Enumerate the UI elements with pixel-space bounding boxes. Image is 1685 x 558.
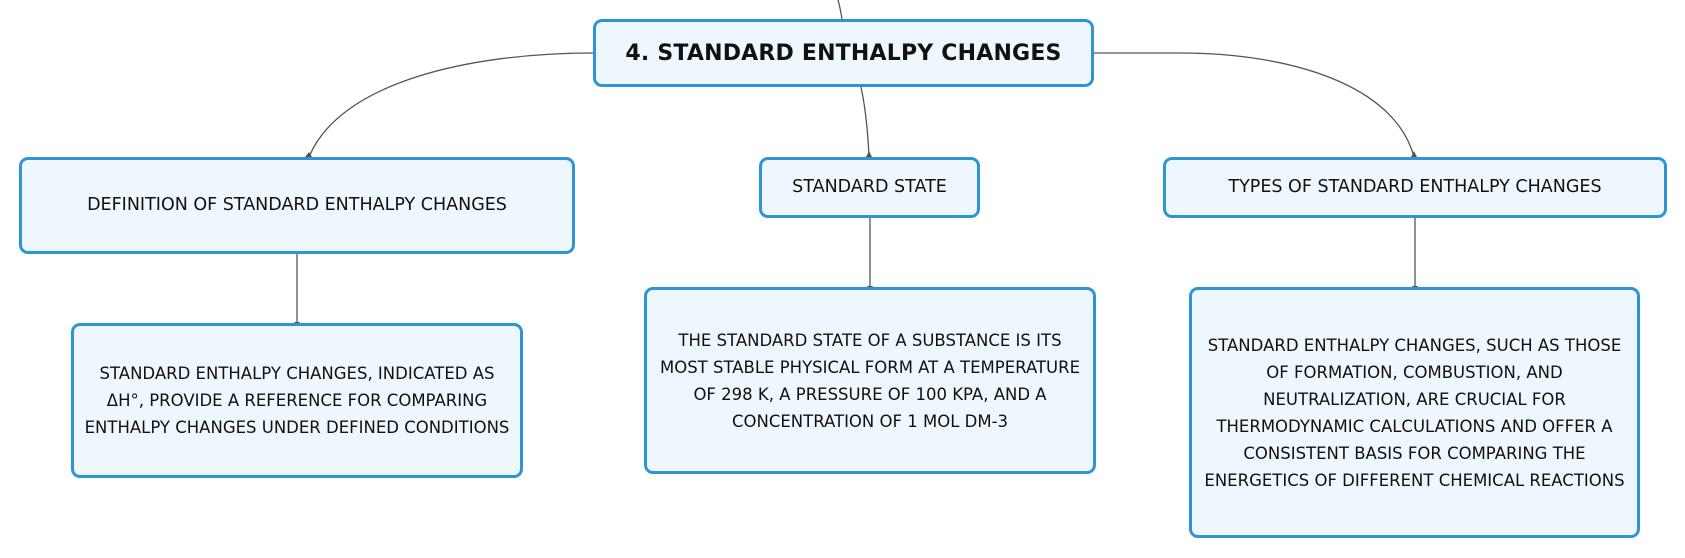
branch-node-types[interactable]: TYPES OF STANDARD ENTHALPY CHANGES <box>1163 157 1667 218</box>
connector-root-to-types <box>1094 52 1415 158</box>
connector-root-to-definition <box>308 52 594 158</box>
branch-node-standard-state[interactable]: STANDARD STATE <box>759 157 980 218</box>
connector-parent-to-root <box>837 0 843 20</box>
arrowhead-definition <box>305 152 312 157</box>
branch-node-definition[interactable]: DEFINITION OF STANDARD ENTHALPY CHANGES <box>19 157 575 254</box>
connector-root-to-state <box>860 86 870 158</box>
arrowhead-state <box>866 151 872 157</box>
arrowhead-types <box>1411 151 1417 157</box>
root-topic-node[interactable]: 4. STANDARD ENTHALPY CHANGES <box>593 19 1094 87</box>
detail-node-standard-state[interactable]: THE STANDARD STATE OF A SUBSTANCE IS ITS… <box>644 287 1096 474</box>
detail-node-types[interactable]: STANDARD ENTHALPY CHANGES, SUCH AS THOSE… <box>1189 287 1640 538</box>
detail-node-definition[interactable]: STANDARD ENTHALPY CHANGES, INDICATED AS … <box>71 323 523 478</box>
